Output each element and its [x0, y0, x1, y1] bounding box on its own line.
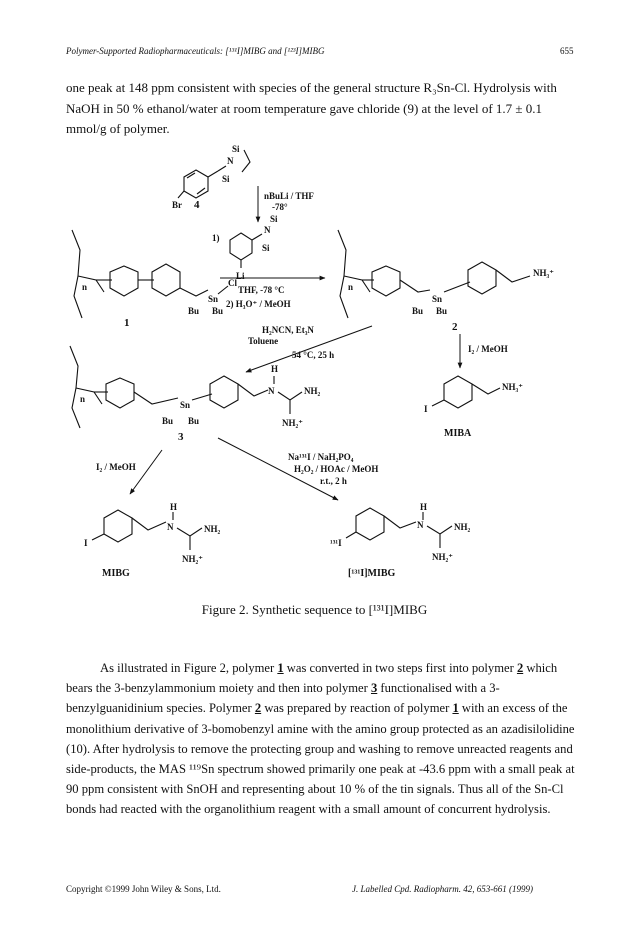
step2-num1: 1) — [212, 233, 220, 243]
chain-n: n — [82, 282, 87, 292]
atom-n: N — [268, 386, 275, 396]
atom-nh2: NH₂ — [204, 524, 221, 534]
step4-reagent: I₂ / MeOH — [468, 344, 508, 354]
atom-si: Si — [232, 144, 240, 154]
atom-sn: Sn — [432, 294, 442, 304]
atom-n: N — [227, 156, 234, 166]
ref-polymer-2: 2 — [516, 661, 524, 675]
ref-polymer-1: 1 — [452, 701, 459, 716]
atom-sn: Sn — [208, 294, 218, 304]
atom-nh3plus: NH₃⁺ — [533, 268, 554, 278]
compound-1-label: 1 — [124, 317, 130, 329]
atom-i: I — [424, 404, 428, 414]
step3-cond: 54 °C, 25 h — [292, 350, 334, 360]
ref-polymer-3: 3 — [370, 681, 378, 696]
atom-bu: Bu — [436, 306, 447, 316]
polymer-2-structure: n Sn NH₃⁺ Bu Bu 2 — [337, 229, 554, 333]
atom-n: N — [417, 520, 424, 530]
ref-polymer-1: 1 — [277, 661, 284, 675]
mibg-131-structure: ¹³¹I N H NH₂ NH₂⁺ [¹³¹I]MIBG — [330, 502, 471, 579]
paragraph-body: As illustrated in Figure 2, polymer 1 wa… — [66, 661, 575, 817]
copyright-notice: Copyright ©1999 John Wiley & Sons, Ltd. — [66, 884, 221, 894]
atom-n: N — [264, 225, 271, 235]
atom-si: Si — [270, 214, 278, 224]
atom-nh2plus: NH₂⁺ — [282, 418, 303, 428]
atom-br: Br — [172, 200, 182, 210]
atom-nh2plus: NH₂⁺ — [432, 552, 453, 562]
step6-cond: r.t., 2 h — [320, 476, 347, 486]
step2-cond1: THF, -78 °C — [238, 285, 285, 295]
atom-bu: Bu — [162, 416, 173, 426]
atom-n: N — [167, 522, 174, 532]
atom-bu: Bu — [412, 306, 423, 316]
lithiated-reagent-structure: 1) N Si Si Li — [212, 214, 278, 281]
ref-polymer-2: 2 — [254, 701, 262, 716]
atom-i131: ¹³¹I — [330, 538, 342, 548]
step6-reagent1: Na¹³¹I / NaH₂PO₄ — [288, 452, 354, 462]
chain-n: n — [80, 394, 85, 404]
compound-2-label: 2 — [452, 321, 458, 333]
paragraph-top: one peak at 148 ppm consistent with spec… — [66, 80, 557, 136]
atom-si: Si — [262, 243, 270, 253]
step3-solvent: Toluene — [248, 336, 278, 346]
mibg-131-label: [¹³¹I]MIBG — [348, 568, 396, 579]
atom-h: H — [271, 364, 278, 374]
compound-4-label: 4 — [194, 199, 200, 211]
atom-nh2plus: NH₂⁺ — [182, 554, 203, 564]
step1-temp: -78° — [272, 202, 288, 212]
step6-reagent2: H₂O₂ / HOAc / MeOH — [294, 464, 378, 474]
running-title: Polymer-Supported Radiopharmaceuticals: … — [66, 46, 325, 56]
mibg-label: MIBG — [102, 568, 130, 579]
atom-nh3plus: NH₃⁺ — [502, 382, 523, 392]
step3-reagent: H₂NCN, Et₃N — [262, 325, 314, 335]
step5-reagent: I₂ / MeOH — [96, 462, 136, 472]
atom-si: Si — [222, 174, 230, 184]
atom-bu: Bu — [188, 306, 199, 316]
atom-sn: Sn — [180, 400, 190, 410]
page-number: 655 — [560, 46, 574, 56]
atom-bu: Bu — [212, 306, 223, 316]
compound-3-label: 3 — [178, 431, 184, 443]
atom-i: I — [84, 538, 88, 548]
polymer-3-structure: n Sn N H NH₂ NH₂⁺ Bu Bu 3 — [69, 345, 321, 443]
reagent-4-structure: N Si Si Br 4 — [172, 144, 251, 211]
mibg-structure: I N H NH₂ NH₂⁺ MIBG — [84, 502, 221, 579]
figure-caption: Figure 2. Synthetic sequence to [¹³¹I]MI… — [201, 602, 428, 617]
atom-nh2: NH₂ — [304, 386, 321, 396]
polymer-1-structure: n Sn Cl Bu Bu 1 — [71, 229, 237, 329]
atom-nh2: NH₂ — [454, 522, 471, 532]
step2-num2: 2) H₃O⁺ / MeOH — [226, 299, 291, 309]
journal-citation: J. Labelled Cpd. Radiopharm. 42, 653-661… — [352, 884, 533, 894]
step1-reagent: nBuLi / THF — [264, 191, 314, 201]
atom-bu: Bu — [188, 416, 199, 426]
miba-label: MIBA — [444, 428, 472, 439]
atom-h: H — [420, 502, 427, 512]
atom-cl: Cl — [228, 278, 237, 288]
atom-li: Li — [236, 271, 245, 281]
miba-structure: I NH₃⁺ MIBA — [424, 375, 523, 439]
atom-h: H — [170, 502, 177, 512]
chain-n: n — [348, 282, 353, 292]
